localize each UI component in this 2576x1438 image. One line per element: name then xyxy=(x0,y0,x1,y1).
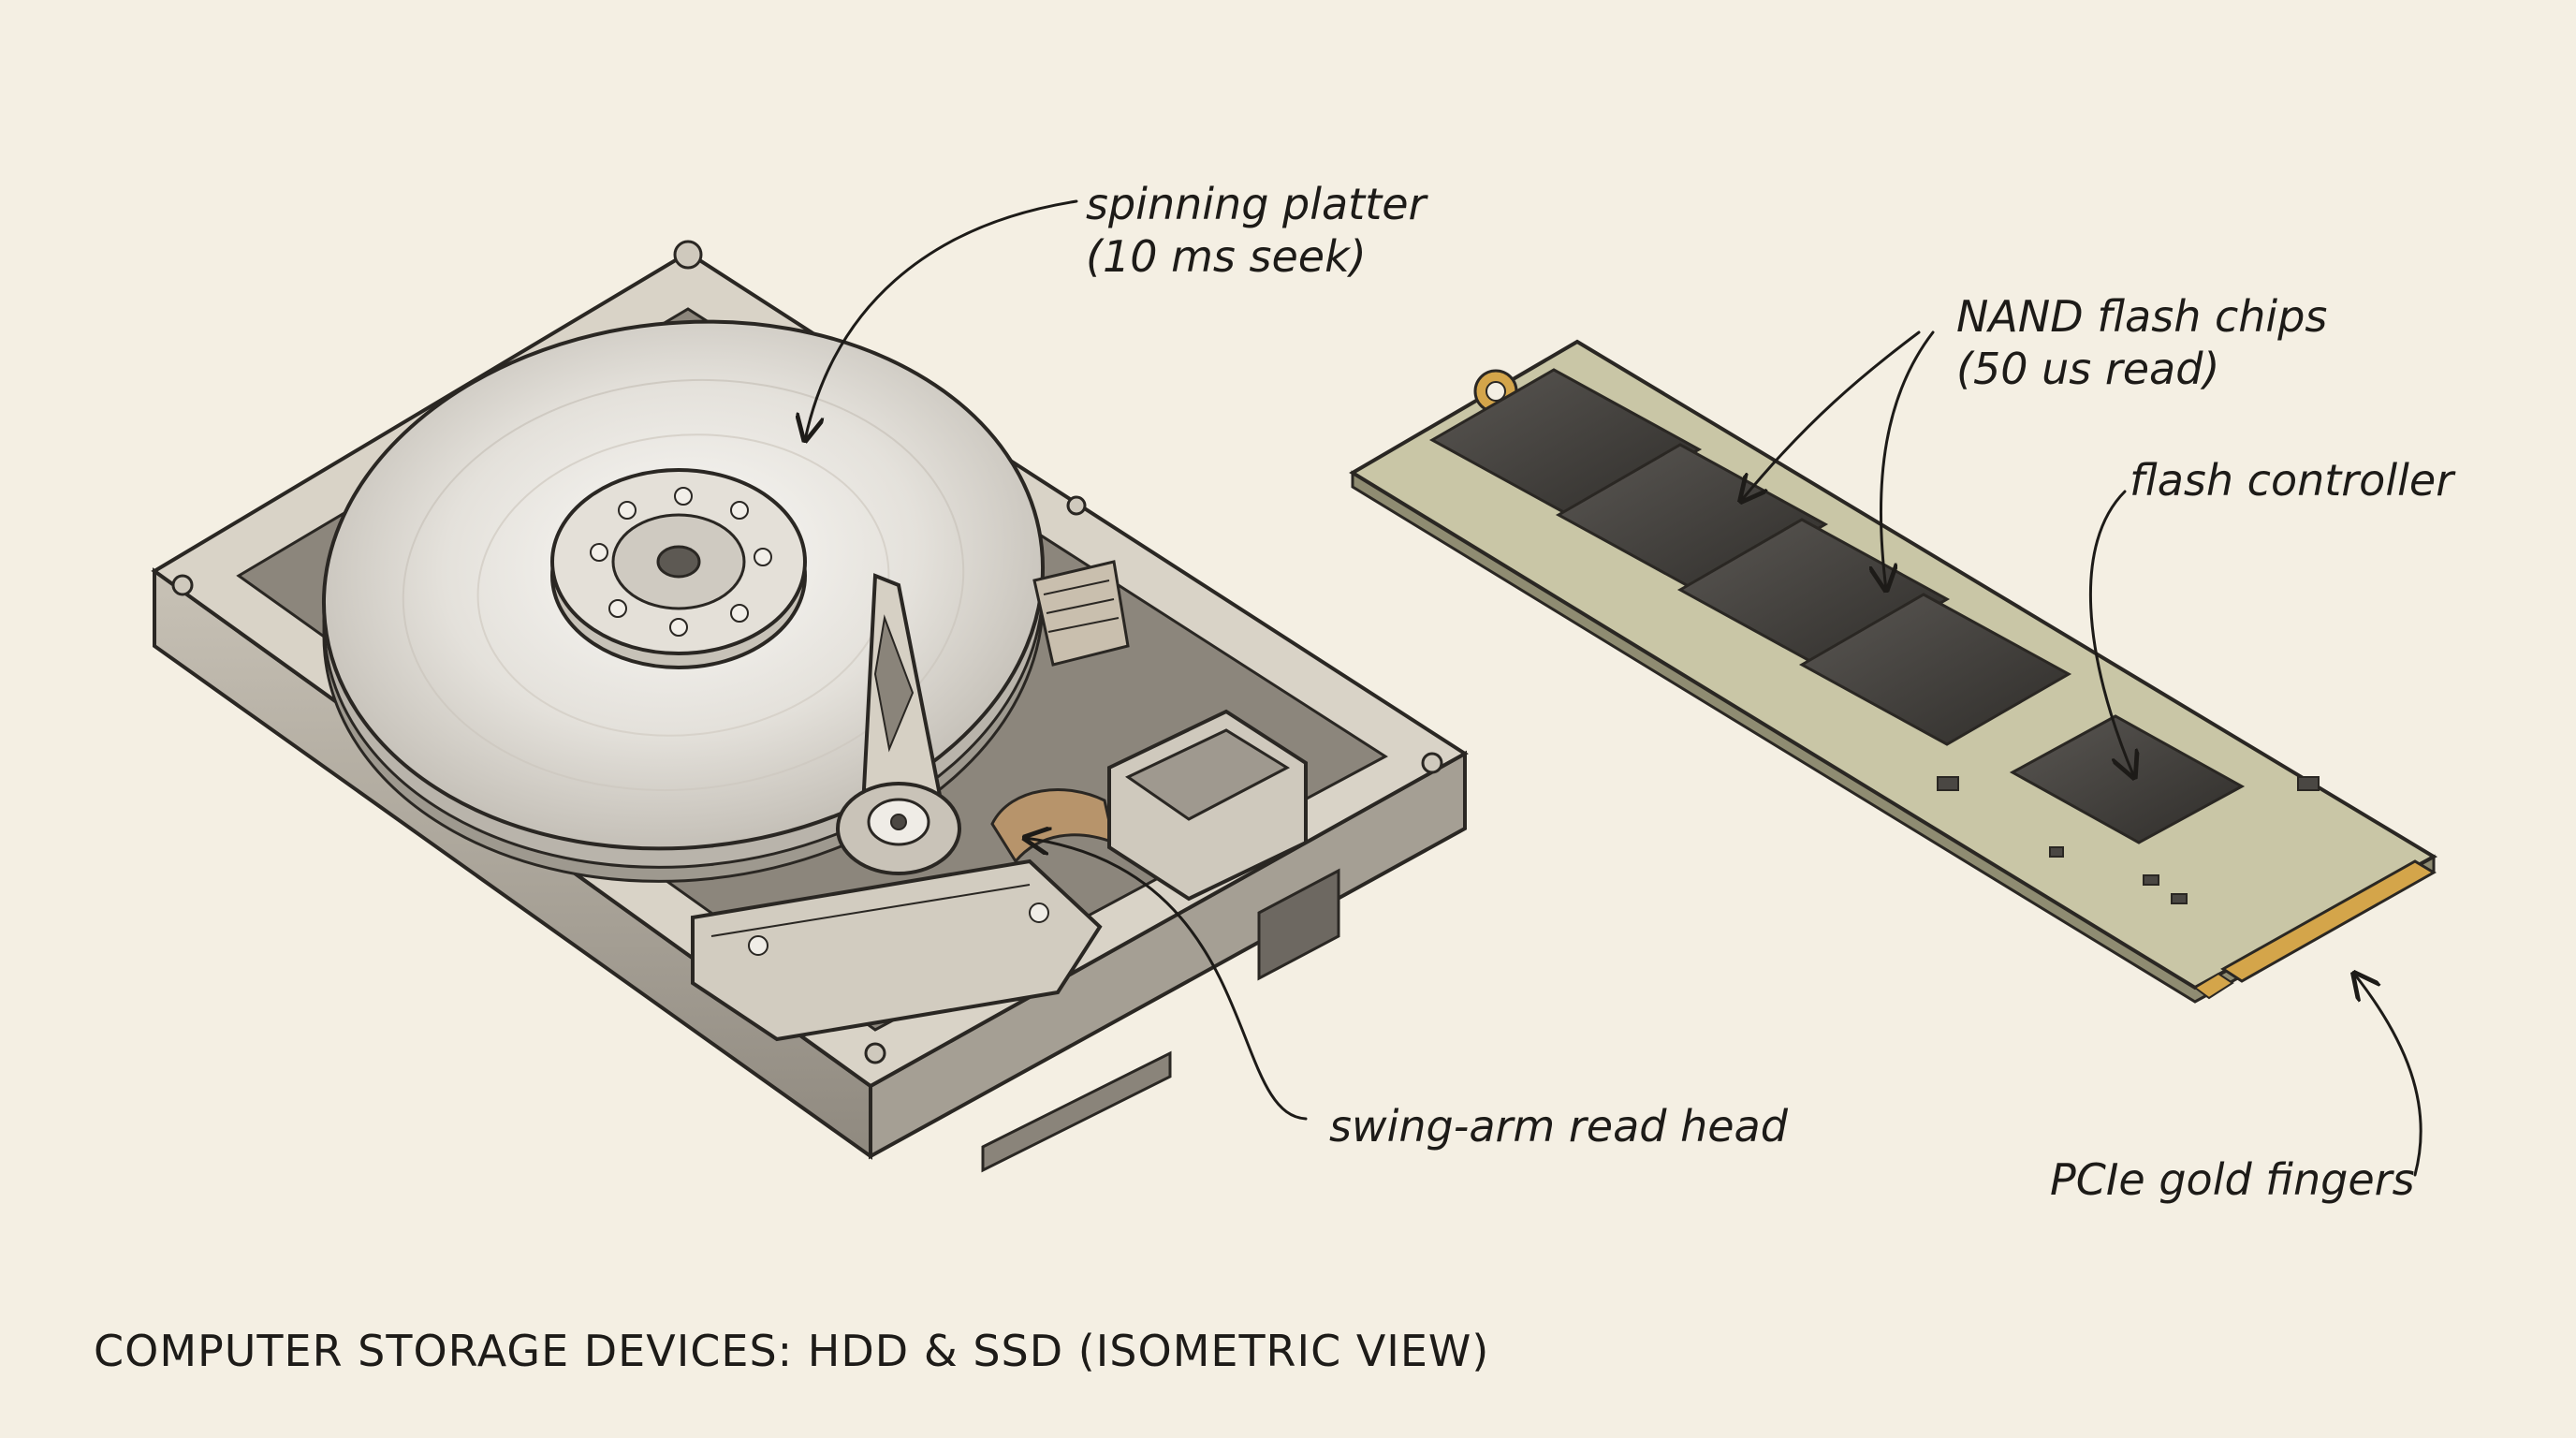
arrow-nand-a xyxy=(1741,330,1921,501)
ssd-illustration xyxy=(1349,339,2438,1004)
arrow-gold-fingers xyxy=(2354,974,2422,1177)
label-pcie-gold-fingers: PCIe gold fingers xyxy=(2050,1154,2415,1205)
arrow-controller xyxy=(2088,490,2134,777)
label-swing-arm-read-head: swing-arm read head xyxy=(1329,1101,1788,1152)
label-nand-flash-chips: NAND flash chips (50 us read) xyxy=(1956,290,2327,395)
label-flash-controller: flash controller xyxy=(2130,455,2454,506)
arrow-platter xyxy=(805,199,1078,440)
arrow-read-head xyxy=(1025,838,1308,1121)
label-spinning-platter-line1: spinning platter xyxy=(1086,179,1427,229)
label-nand-flash-chips-line2: (50 us read) xyxy=(1956,344,2220,394)
label-nand-flash-chips-line1: NAND flash chips xyxy=(1956,291,2328,342)
label-spinning-platter-line2: (10 ms seek) xyxy=(1086,231,1367,282)
annotation-arrows xyxy=(805,199,2422,1177)
label-spinning-platter: spinning platter (10 ms seek) xyxy=(1086,178,1426,283)
hdd-illustration xyxy=(151,240,1469,1173)
diagram-caption: COMPUTER STORAGE DEVICES: HDD & SSD (ISO… xyxy=(94,1326,1490,1376)
arrow-nand-b xyxy=(1881,330,1935,590)
nand-chip-4 xyxy=(1798,593,2072,746)
ssd-gold-fingers xyxy=(2220,859,2437,983)
